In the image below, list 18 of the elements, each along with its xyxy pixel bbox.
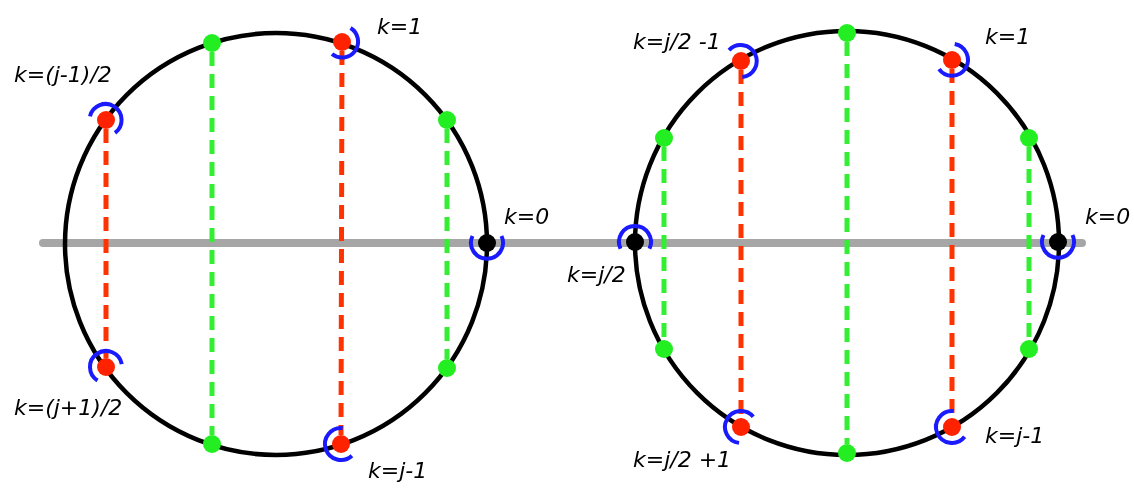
dashed-line — [444, 129, 450, 359]
point-label: k=j/2 — [567, 264, 626, 286]
point-label: k=(j+1)/2 — [14, 397, 123, 419]
point-label: k=0 — [1085, 206, 1131, 228]
dashed-line — [661, 147, 667, 340]
dashed-line — [338, 51, 345, 435]
point-label: k=1 — [985, 26, 1031, 48]
point-label: k=j/2 +1 — [633, 449, 732, 471]
point-label: k=j/2 -1 — [633, 31, 721, 53]
point-label: k=j-1 — [368, 460, 428, 482]
point-label: k=(j-1)/2 — [14, 64, 112, 86]
point-label: k=j-1 — [985, 425, 1045, 447]
dashed-line — [103, 129, 109, 358]
dashed-line — [844, 42, 850, 444]
point-label: k=0 — [504, 206, 550, 228]
dashed-line — [1026, 147, 1032, 340]
point-label: k=1 — [377, 16, 423, 38]
dashed-line — [209, 52, 215, 435]
